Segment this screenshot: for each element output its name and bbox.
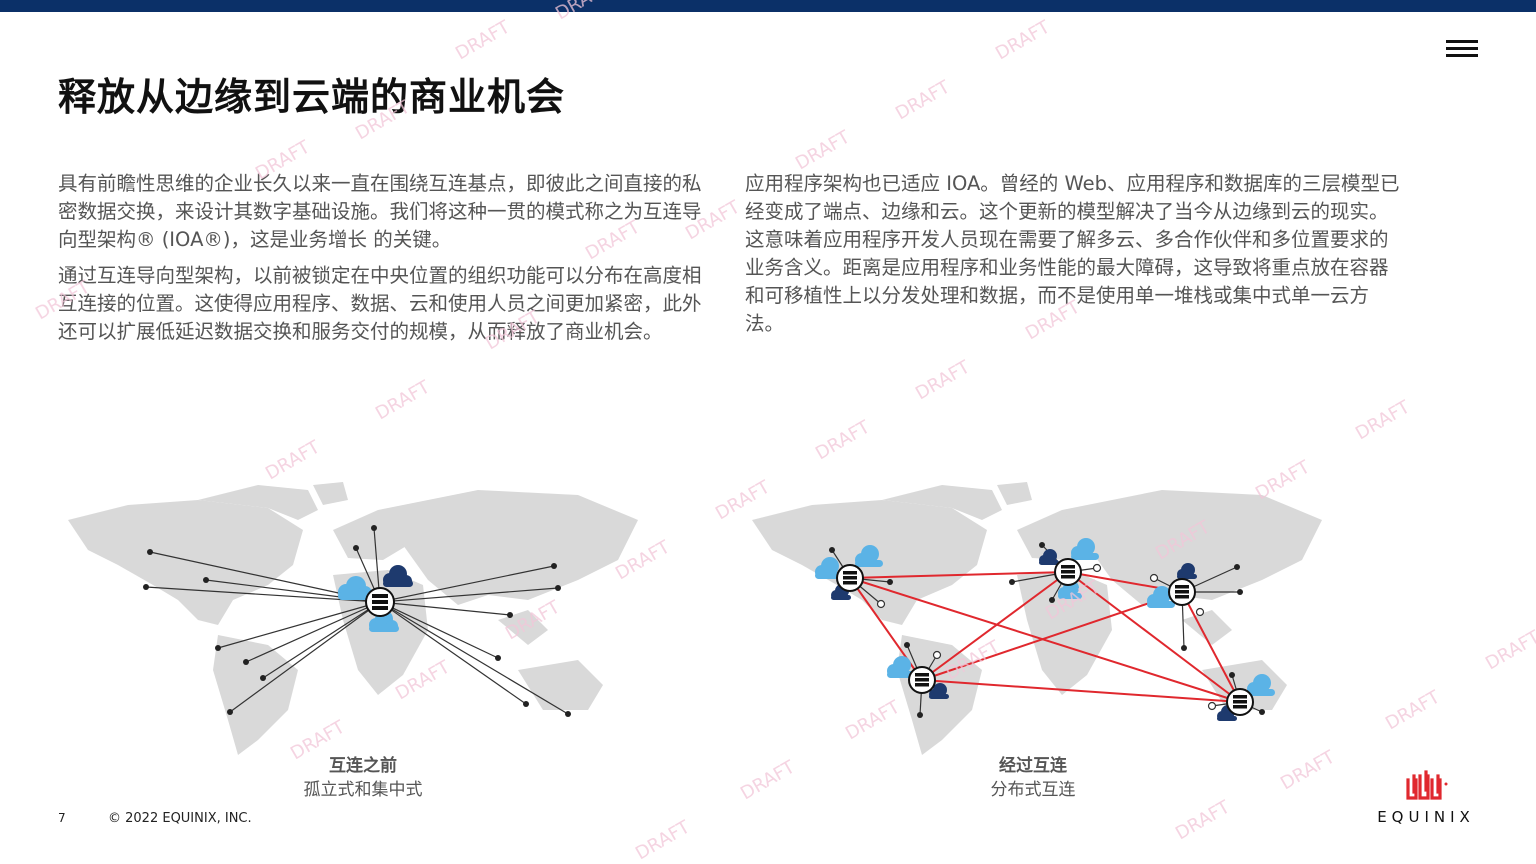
hub-south-america [887, 656, 949, 699]
central-hub [338, 565, 413, 632]
page-title: 释放从边缘到云端的商业机会 [58, 75, 566, 119]
centralized-endpoints [143, 525, 571, 717]
data-center-server-icon [836, 564, 864, 592]
data-center-server-icon [365, 587, 395, 617]
draft-watermark: DRAFT [737, 756, 799, 804]
cloud-icon [1071, 538, 1099, 560]
draft-watermark: DRAFT [812, 416, 874, 464]
local-endpoints [829, 542, 1265, 718]
cloud-icon [383, 565, 413, 587]
world-map-distributed [752, 482, 1322, 755]
caption-centralized: 互连之前 孤立式和集中式 [163, 754, 563, 802]
page-number: 7 [58, 811, 66, 825]
draft-watermark: DRAFT [452, 16, 514, 64]
draft-watermark: DRAFT [1482, 626, 1536, 674]
caption-distributed: 经过互连 分布式互连 [833, 754, 1233, 802]
draft-watermark: DRAFT [1382, 686, 1444, 734]
left-paragraph-1: 具有前瞻性思维的企业长久以来一直在围绕互连基点，即彼此之间直接的私密数据交换，来… [58, 172, 702, 251]
hub-asia [1147, 563, 1197, 608]
caption-title: 互连之前 [329, 756, 397, 776]
draft-watermark: DRAFT [372, 376, 434, 424]
logo-wordmark: EQUINIX [1377, 808, 1475, 826]
cloud-icon [929, 683, 949, 699]
data-center-server-icon [908, 666, 936, 694]
top-bar [0, 0, 1536, 12]
draft-watermark: DRAFT [792, 126, 854, 174]
draft-watermark: DRAFT [632, 816, 694, 864]
left-text-column: 具有前瞻性思维的企业长久以来一直在围绕互连基点，即彼此之间直接的私密数据交换，来… [58, 170, 713, 354]
draft-watermark: DRAFT [1172, 796, 1234, 844]
equinix-logo[interactable]: EQUINIX [1370, 770, 1482, 830]
right-text-column: 应用程序架构也已适应 IOA。曾经的 Web、应用程序和数据库的三层模型已经变成… [745, 170, 1405, 346]
interconnection-lines [849, 571, 1241, 703]
caption-subtitle: 孤立式和集中式 [303, 780, 423, 800]
hub-north-america [815, 545, 883, 600]
copyright: © 2022 EQUINIX, INC. [108, 811, 252, 826]
world-map-land [68, 482, 638, 755]
draft-watermark: DRAFT [912, 356, 974, 404]
caption-title: 经过互连 [999, 756, 1067, 776]
open-endpoints [876, 563, 1217, 711]
cloud-icon [1039, 549, 1059, 565]
caption-subtitle: 分布式互连 [990, 780, 1076, 800]
cloud-icon [855, 545, 883, 567]
world-map-centralized [68, 482, 638, 755]
data-center-server-icon [1226, 688, 1254, 716]
draft-watermark: DRAFT [992, 16, 1054, 64]
centralized-connection-lines [145, 527, 569, 715]
hub-oceania [1217, 674, 1275, 721]
data-center-server-icon [1168, 578, 1196, 606]
cloud-icon [1177, 563, 1197, 579]
cloud-icon [1247, 674, 1275, 696]
equinix-logo-mark-icon [1406, 770, 1448, 800]
cloud-icon [1147, 586, 1175, 608]
hub-europe [1039, 538, 1099, 599]
cloud-icon [887, 656, 915, 678]
draft-watermark: DRAFT [1352, 396, 1414, 444]
hamburger-menu-icon[interactable] [1446, 40, 1478, 58]
right-paragraph-1: 应用程序架构也已适应 IOA。曾经的 Web、应用程序和数据库的三层模型已经变成… [745, 172, 1400, 335]
draft-watermark: DRAFT [892, 76, 954, 124]
left-paragraph-2: 通过互连导向型架构，以前被锁定在中央位置的组织功能可以分布在高度相互连接的位置。… [58, 264, 702, 343]
data-center-server-icon [1054, 558, 1082, 586]
cloud-icon [815, 557, 843, 579]
